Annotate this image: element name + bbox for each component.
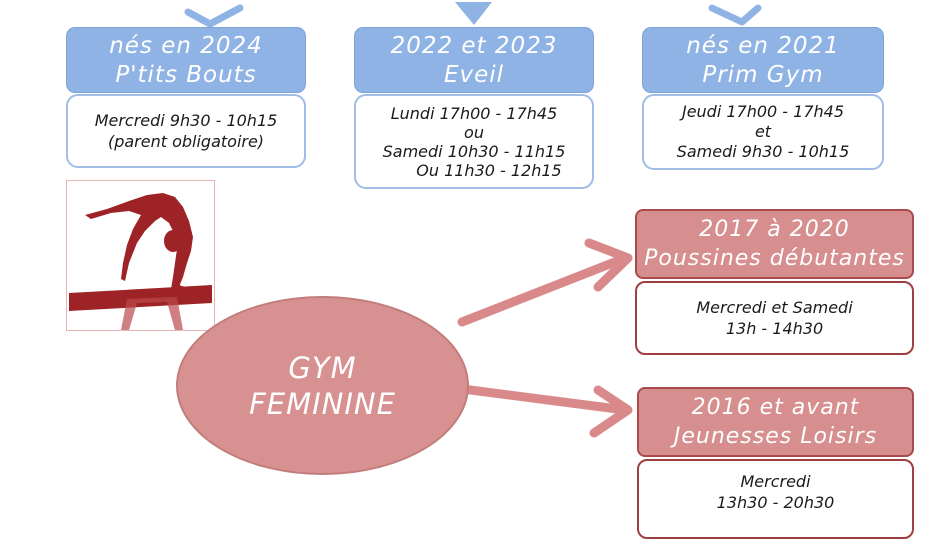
group-subtitle: P'tits Bouts	[115, 62, 257, 88]
schedule-line: Jeudi 17h00 - 17h45	[681, 102, 845, 121]
schedule-line: Lundi 17h00 - 17h45	[390, 103, 558, 123]
group-schedule-ptits-bouts: Mercredi 9h30 - 10h15 (parent obligatoir…	[66, 94, 306, 168]
group-header-ptits-bouts: nés en 2024 P'tits Bouts	[66, 27, 306, 93]
schedule-line: (parent obligatoire)	[107, 132, 265, 151]
schedule-line: ou	[464, 122, 484, 142]
schedule-line: Mercredi	[740, 472, 811, 491]
top-arrow-left	[184, 4, 244, 28]
group-subtitle: Eveil	[443, 62, 505, 88]
group-schedule-jeunesses: Mercredi 13h30 - 20h30	[637, 459, 914, 539]
group-subtitle: Poussines débutantes	[644, 246, 905, 271]
top-arrow-middle	[455, 2, 492, 25]
schedule-line: Ou 11h30 - 12h15	[416, 160, 562, 180]
center-line-1: GYM	[288, 350, 357, 385]
group-title: 2017 à 2020	[699, 217, 850, 242]
group-subtitle: Prim Gym	[702, 62, 824, 88]
group-subtitle: Jeunesses Loisirs	[673, 424, 878, 449]
group-schedule-prim-gym: Jeudi 17h00 - 17h45 et Samedi 9h30 - 10h…	[642, 94, 884, 170]
group-schedule-poussines: Mercredi et Samedi 13h - 14h30	[635, 281, 914, 355]
group-title: 2016 et avant	[691, 395, 860, 420]
schedule-line: Samedi 9h30 - 10h15	[676, 142, 850, 161]
group-header-prim-gym: nés en 2021 Prim Gym	[642, 27, 884, 93]
schedule-line: Samedi 10h30 - 11h15	[382, 141, 566, 161]
group-header-jeunesses: 2016 et avant Jeunesses Loisirs	[637, 387, 914, 457]
group-title: nés en 2024	[109, 33, 263, 59]
gymnast-image	[66, 180, 215, 331]
gym-feminine-ellipse: GYM FEMININE	[176, 296, 469, 475]
group-header-eveil: 2022 et 2023 Eveil	[354, 27, 594, 93]
schedule-line: Mercredi et Samedi	[696, 298, 853, 317]
group-schedule-eveil: Lundi 17h00 - 17h45 ou Samedi 10h30 - 11…	[354, 94, 594, 189]
center-line-2: FEMININE	[249, 386, 396, 421]
group-title: nés en 2021	[686, 33, 840, 59]
top-arrow-right	[708, 4, 762, 26]
group-title: 2022 et 2023	[390, 33, 558, 59]
gymnast-on-beam-icon	[69, 193, 212, 330]
schedule-line: et	[754, 122, 772, 141]
arrow-to-poussines	[457, 238, 633, 327]
group-header-poussines: 2017 à 2020 Poussines débutantes	[635, 209, 914, 279]
arrow-to-jeunesses	[450, 383, 633, 438]
schedule-line: 13h30 - 20h30	[716, 493, 835, 512]
schedule-line: 13h - 14h30	[725, 319, 824, 338]
schedule-line: Mercredi 9h30 - 10h15	[94, 111, 278, 130]
connector-arrows	[184, 2, 762, 438]
